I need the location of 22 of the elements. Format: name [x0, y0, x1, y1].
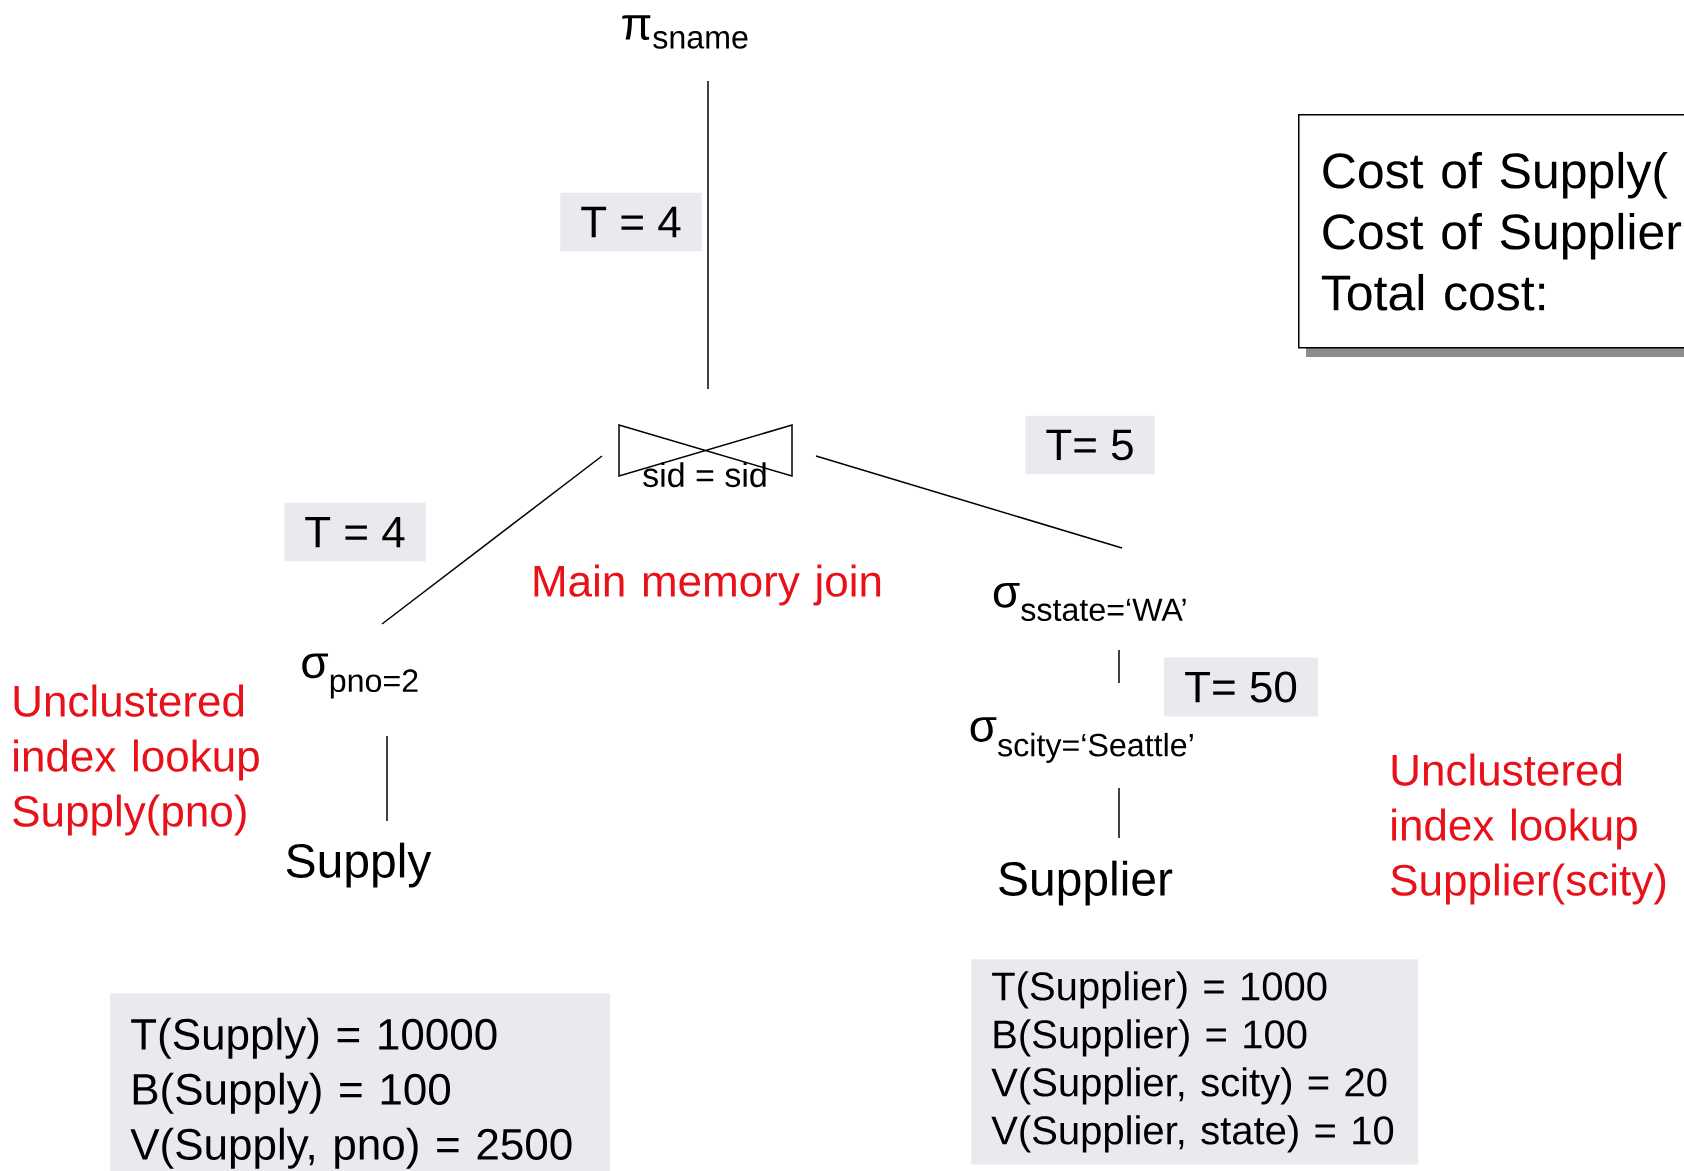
- edge-label: T= 5: [1025, 415, 1155, 475]
- connector-line: [1118, 649, 1120, 684]
- connector-line: [707, 80, 709, 390]
- statistics-box: T(Supplier) = 1000 B(Supplier) = 100 V(Supplier, scity) = 20 V(Supplier, state) = 10: [971, 959, 1419, 1165]
- edge-label: T = 4: [560, 192, 702, 252]
- operator-label: $\text{π}_{\text{sname}}$: [622, 15, 748, 49]
- relation-label: Supplier: [999, 860, 1173, 906]
- operator-label: $\text{σ}_{\text{scity=‘Seattle’}}$: [970, 717, 1193, 763]
- annotation-text: Main memory join: [534, 564, 881, 606]
- statistics-box: T(Supply) = 10000 B(Supply) = 100 V(Supply, pno) = 2500: [110, 993, 611, 1171]
- connector-line: [386, 735, 388, 822]
- edge-label: T = 4: [284, 502, 426, 562]
- operator-label: $\text{σ}_{\text{pno=2}}$: [302, 653, 418, 699]
- connector-line: [381, 455, 603, 625]
- connector-line: [815, 455, 1123, 549]
- edge-label: T= 50: [1164, 657, 1318, 717]
- operator-label: $\text{σ}_{\text{sstate=‘WA’}}$: [993, 582, 1186, 622]
- relation-label: Supply: [286, 842, 432, 888]
- annotation-text: Unclustered index lookup Supplier(scity): [1391, 753, 1666, 905]
- cost-box: Cost of Supply( Cost of Supplier Total cost:: [1298, 114, 1684, 357]
- connector-line: [1118, 787, 1120, 839]
- annotation-text: Unclustered index lookup Supply(pno): [13, 684, 259, 836]
